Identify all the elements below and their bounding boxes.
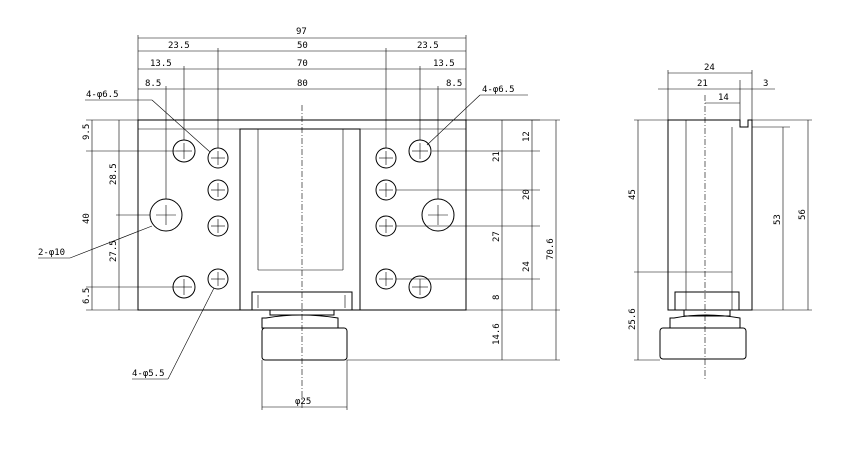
- dim-23.5-right: 23.5: [417, 41, 439, 51]
- dim-knob-diameter: φ25: [295, 397, 311, 407]
- dim-14-side: 14: [718, 93, 729, 103]
- callout-4-hole-5.5: 4-φ5.5: [132, 369, 165, 379]
- dim-50: 50: [297, 41, 308, 51]
- dim-21: 21: [492, 151, 502, 162]
- dim-13.5-right: 13.5: [433, 59, 455, 69]
- dim-24: 24: [522, 261, 532, 272]
- front-right-dimensions: 12 21 20 27 24 8 14.6 70.6: [347, 119, 560, 361]
- dim-40: 40: [82, 213, 92, 224]
- dim-20: 20: [522, 189, 532, 200]
- dim-28.5: 28.5: [109, 163, 119, 185]
- dim-53-side: 53: [773, 214, 783, 225]
- dim-27: 27: [492, 231, 502, 242]
- dim-56-side: 56: [798, 209, 808, 220]
- dim-80: 80: [297, 79, 308, 89]
- dim-25.6-side: 25.6: [628, 308, 638, 330]
- front-top-dimensions: 97 23.5 50 23.5 13.5 70 13.5 8.5 80 8.5: [137, 27, 467, 199]
- dim-8.5-right: 8.5: [446, 79, 462, 89]
- dim-12: 12: [522, 131, 532, 142]
- callout-2-hole-10: 2-φ10: [38, 248, 65, 258]
- front-left-dimensions: 9.5 28.5 40 27.5 6.5: [82, 119, 176, 311]
- dim-8.5-left: 8.5: [145, 79, 161, 89]
- side-nut: [674, 291, 740, 311]
- dim-97: 97: [296, 27, 307, 37]
- nut: [251, 291, 353, 311]
- front-view: 97 23.5 50 23.5 13.5 70 13.5 8.5 80 8.5: [38, 27, 560, 410]
- side-view: 24 21 3 14 45 25.6 53 56: [628, 63, 812, 380]
- dim-13.5-left: 13.5: [150, 59, 172, 69]
- callout-4-hole-6.5-right: 4-φ6.5: [482, 85, 515, 95]
- dim-14.6: 14.6: [492, 323, 502, 345]
- knob: [261, 314, 339, 329]
- dim-8: 8: [492, 295, 502, 300]
- dim-24-side: 24: [704, 63, 715, 73]
- callout-4-hole-6.5-left: 4-φ6.5: [86, 90, 119, 100]
- front-callouts: 4-φ6.5 4-φ6.5 2-φ10 4-φ5.5 φ25: [38, 85, 528, 410]
- dim-9.5: 9.5: [82, 124, 92, 140]
- dim-21-side: 21: [697, 79, 708, 89]
- dim-23.5-left: 23.5: [168, 41, 190, 51]
- dim-45-side: 45: [628, 189, 638, 200]
- dim-3-side: 3: [763, 79, 768, 89]
- knob-body: [261, 327, 348, 361]
- side-knob-body: [659, 327, 747, 360]
- dim-70.6: 70.6: [546, 238, 556, 260]
- side-body-outline: [667, 119, 753, 311]
- dim-27.5: 27.5: [109, 240, 119, 262]
- dim-70: 70: [297, 59, 308, 69]
- dim-6.5: 6.5: [82, 288, 92, 304]
